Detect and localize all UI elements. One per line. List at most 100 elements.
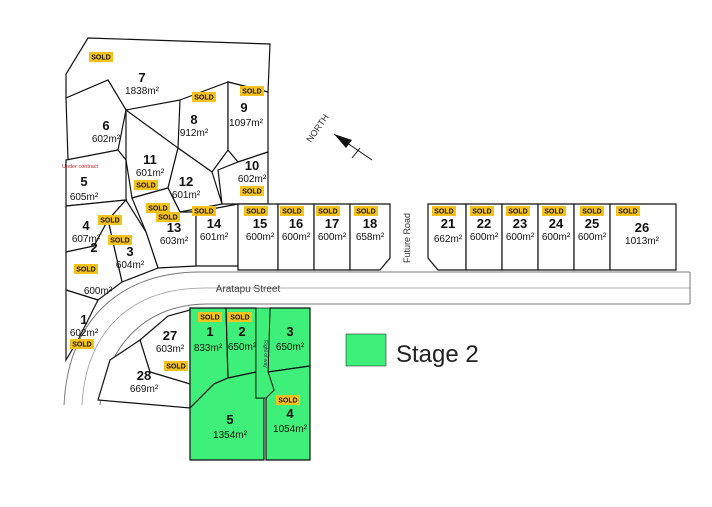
svg-text:SOLD: SOLD: [356, 209, 375, 216]
lot-13-area: 603m²: [160, 236, 189, 247]
lot-24-area: 600m²: [542, 232, 571, 243]
stage2-lot-2-number: 2: [238, 324, 245, 339]
lot-10-sold-badge: SOLD: [240, 186, 264, 196]
svg-text:SOLD: SOLD: [434, 209, 453, 216]
lot-9-number: 9: [240, 100, 247, 115]
right-of-way: [255, 307, 275, 399]
lot-26-area: 1013m²: [625, 236, 660, 247]
svg-text:SOLD: SOLD: [76, 267, 95, 274]
svg-text:SOLD: SOLD: [194, 95, 213, 102]
aratapu-street-center: [81, 287, 690, 406]
lot-16-number: 16: [289, 216, 303, 231]
lot-10-area: 602m²: [238, 174, 267, 185]
lot-24-sold-badge: SOLD: [542, 206, 566, 216]
lot-1-number: 1: [80, 312, 87, 327]
lot-14-number: 14: [207, 216, 222, 231]
lot-25-sold-badge: SOLD: [580, 206, 604, 216]
lot-6[interactable]: [65, 79, 127, 161]
svg-text:SOLD: SOLD: [194, 209, 213, 216]
lot-labels: 1602m²2600m²3604m²4607m²5605m²6602m²7183…: [70, 70, 660, 441]
lot-7-area: 1838m²: [125, 86, 160, 97]
lot-14-sold-badge: SOLD: [192, 206, 216, 216]
svg-text:SOLD: SOLD: [278, 398, 297, 405]
lot-11-sold-badge: SOLD: [134, 180, 158, 190]
lot-4-area: 607m²: [72, 234, 101, 245]
stage2-lot-4-number: 4: [286, 406, 294, 421]
lot-26-number: 26: [635, 220, 649, 235]
lot-13-number: 13: [167, 220, 181, 235]
legend-swatch: [345, 333, 387, 367]
lot-21[interactable]: [427, 203, 467, 271]
lot-9-area: 1097m²: [229, 118, 264, 129]
lot-11-area: 601m²: [136, 168, 165, 179]
lot-24-number: 24: [549, 216, 564, 231]
lot-2-area: 600m²: [84, 286, 113, 297]
stage2-lot-4-area: 1054m²: [273, 424, 308, 435]
lot-2-sold-badge: SOLD: [74, 264, 98, 274]
lot-18-area: 658m²: [356, 232, 385, 243]
lot-23-sold-badge: SOLD: [506, 206, 530, 216]
lot-1-area: 602m²: [70, 328, 99, 339]
stage2-lot-1-sold-badge: SOLD: [198, 312, 222, 322]
lot-12-number: 12: [179, 174, 193, 189]
lot-15-area: 600m²: [246, 232, 275, 243]
svg-text:SOLD: SOLD: [136, 183, 155, 190]
lot-27-number: 27: [163, 328, 177, 343]
lot-8[interactable]: [177, 81, 229, 173]
lot-6-number: 6: [102, 118, 109, 133]
lot-7-sold-badge: SOLD: [89, 52, 113, 62]
north-label: NORTH: [304, 112, 330, 144]
lot-25-area: 600m²: [578, 232, 607, 243]
stage2-lot-5-number: 5: [226, 412, 233, 427]
aratapu-street-outer: [63, 271, 690, 406]
lot-21-area: 662m²: [434, 234, 463, 245]
svg-text:SOLD: SOLD: [158, 215, 177, 222]
lot-18-number: 18: [363, 216, 377, 231]
lot-27-area: 603m²: [156, 344, 185, 355]
svg-text:SOLD: SOLD: [230, 315, 249, 322]
legend-label: Stage 2: [396, 341, 479, 368]
lot-3-area: 604m²: [116, 260, 145, 271]
lot-15-sold-badge: SOLD: [244, 206, 268, 216]
lot-6-area: 602m²: [92, 134, 121, 145]
street-name-label: Aratapu Street: [216, 284, 281, 295]
lot-21-sold-badge: SOLD: [432, 206, 456, 216]
lot-26[interactable]: [609, 203, 677, 271]
svg-text:SOLD: SOLD: [318, 209, 337, 216]
svg-text:SOLD: SOLD: [100, 218, 119, 225]
stage2-lot-2-sold-badge: SOLD: [228, 312, 252, 322]
north-arrow-icon: NORTH: [304, 112, 373, 161]
lot-7-number: 7: [138, 70, 145, 85]
lot-14-area: 601m²: [200, 232, 229, 243]
stage2-lot-2-area: 650m²: [228, 342, 257, 353]
stage2-lot-1-area: 833m²: [194, 343, 223, 354]
future-road-label: Future Road: [402, 213, 412, 263]
lot-13-sold-badge: SOLD: [156, 212, 180, 222]
lot-10-number: 10: [245, 158, 259, 173]
lot-17-number: 17: [325, 216, 339, 231]
stage2-lot-3[interactable]: [267, 307, 311, 373]
lot-15-number: 15: [253, 216, 267, 231]
stage2-lot-1-number: 1: [206, 324, 213, 339]
lot-18[interactable]: [349, 203, 391, 271]
svg-text:SOLD: SOLD: [582, 209, 601, 216]
svg-text:SOLD: SOLD: [72, 342, 91, 349]
lot-11-number: 11: [143, 152, 157, 167]
svg-text:SOLD: SOLD: [508, 209, 527, 216]
lot-25-number: 25: [585, 216, 599, 231]
svg-text:SOLD: SOLD: [472, 209, 491, 216]
lot-22-number: 22: [477, 216, 491, 231]
stage2-lot-4-sold-badge: SOLD: [276, 395, 300, 405]
svg-text:SOLD: SOLD: [282, 209, 301, 216]
lot-17-sold-badge: SOLD: [316, 206, 340, 216]
lot-28-number: 28: [137, 368, 151, 383]
lot-12-area: 601m²: [172, 190, 201, 201]
lot-1-sold-badge: SOLD: [70, 339, 94, 349]
lot-3-sold-badge: SOLD: [108, 235, 132, 245]
svg-text:SOLD: SOLD: [148, 206, 167, 213]
lot-18-sold-badge: SOLD: [354, 206, 378, 216]
lot-5[interactable]: [65, 149, 127, 207]
stage2-lot-3-number: 3: [286, 324, 293, 339]
